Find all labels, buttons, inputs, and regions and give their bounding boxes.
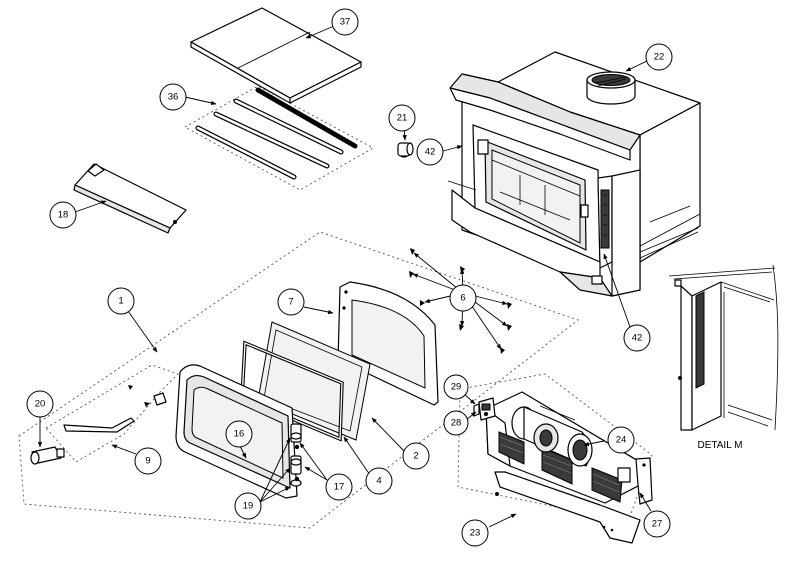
part-22-flue-collar bbox=[586, 71, 636, 105]
callout-28-label: 28 bbox=[451, 418, 462, 429]
callout-23: 23 bbox=[461, 519, 489, 547]
part-28-29-switch bbox=[473, 397, 496, 421]
part-37-top-plate bbox=[190, 7, 362, 104]
callout-4-label: 4 bbox=[376, 476, 381, 487]
callout-42-top: 42 bbox=[416, 138, 444, 166]
part-27-bracket bbox=[617, 457, 653, 505]
callout-37-label: 37 bbox=[340, 17, 351, 28]
part-20-handle-knob bbox=[30, 446, 65, 465]
blower-assembly bbox=[457, 373, 653, 544]
callout-24-label: 24 bbox=[616, 435, 627, 446]
part-24-blower bbox=[511, 405, 593, 467]
callout-19: 19 bbox=[234, 492, 262, 520]
callout-36-label: 36 bbox=[168, 92, 179, 103]
callout-22: 22 bbox=[645, 43, 673, 71]
callout-2: 2 bbox=[402, 442, 430, 470]
callout-42-top-label: 42 bbox=[425, 147, 436, 158]
callout-1: 1 bbox=[107, 287, 135, 315]
callout-23-label: 23 bbox=[470, 528, 481, 539]
callout-37: 37 bbox=[331, 8, 359, 36]
part-36-baffle-tubes bbox=[184, 85, 374, 191]
callout-4: 4 bbox=[365, 467, 393, 495]
callout-24: 24 bbox=[607, 426, 635, 454]
part-21-knob bbox=[397, 142, 414, 158]
callout-17: 17 bbox=[325, 473, 353, 501]
callout-22-label: 22 bbox=[654, 52, 665, 63]
callout-9-label: 9 bbox=[145, 456, 150, 467]
stove-insert-body bbox=[447, 51, 701, 297]
part-9-handle bbox=[63, 385, 167, 433]
callout-6: 6 bbox=[449, 284, 477, 312]
callout-28: 28 bbox=[443, 410, 469, 436]
detail-m-label: DETAIL M bbox=[697, 440, 742, 451]
callout-16-label: 16 bbox=[234, 429, 245, 440]
part-7-door-trim bbox=[337, 281, 439, 406]
callout-29-label: 29 bbox=[451, 382, 462, 393]
callout-16: 16 bbox=[225, 420, 253, 448]
callout-17-label: 17 bbox=[334, 482, 345, 493]
callout-20-label: 20 bbox=[35, 399, 46, 410]
callout-9: 9 bbox=[134, 447, 162, 475]
callout-27: 27 bbox=[643, 510, 671, 538]
part-4-gasket bbox=[240, 340, 344, 442]
callout-1-label: 1 bbox=[118, 296, 123, 307]
callout-7-label: 7 bbox=[288, 297, 293, 308]
callout-21-label: 21 bbox=[397, 113, 408, 124]
callout-6-label: 6 bbox=[460, 293, 465, 304]
callout-2-label: 2 bbox=[413, 451, 418, 462]
callout-7: 7 bbox=[277, 288, 305, 316]
callout-29: 29 bbox=[443, 374, 469, 400]
part-18-ash-lip bbox=[73, 163, 187, 234]
callout-42-bottom: 42 bbox=[623, 324, 651, 352]
callout-18-label: 18 bbox=[58, 210, 69, 221]
callout-19-label: 19 bbox=[243, 501, 254, 512]
detail-m-inset: DETAIL M bbox=[668, 264, 779, 451]
callout-36: 36 bbox=[159, 83, 187, 111]
callout-18: 18 bbox=[49, 201, 77, 229]
callout-21: 21 bbox=[388, 104, 416, 132]
callout-42-bottom-label: 42 bbox=[632, 333, 643, 344]
callout-27-label: 27 bbox=[652, 519, 663, 530]
callout-20: 20 bbox=[26, 390, 54, 418]
